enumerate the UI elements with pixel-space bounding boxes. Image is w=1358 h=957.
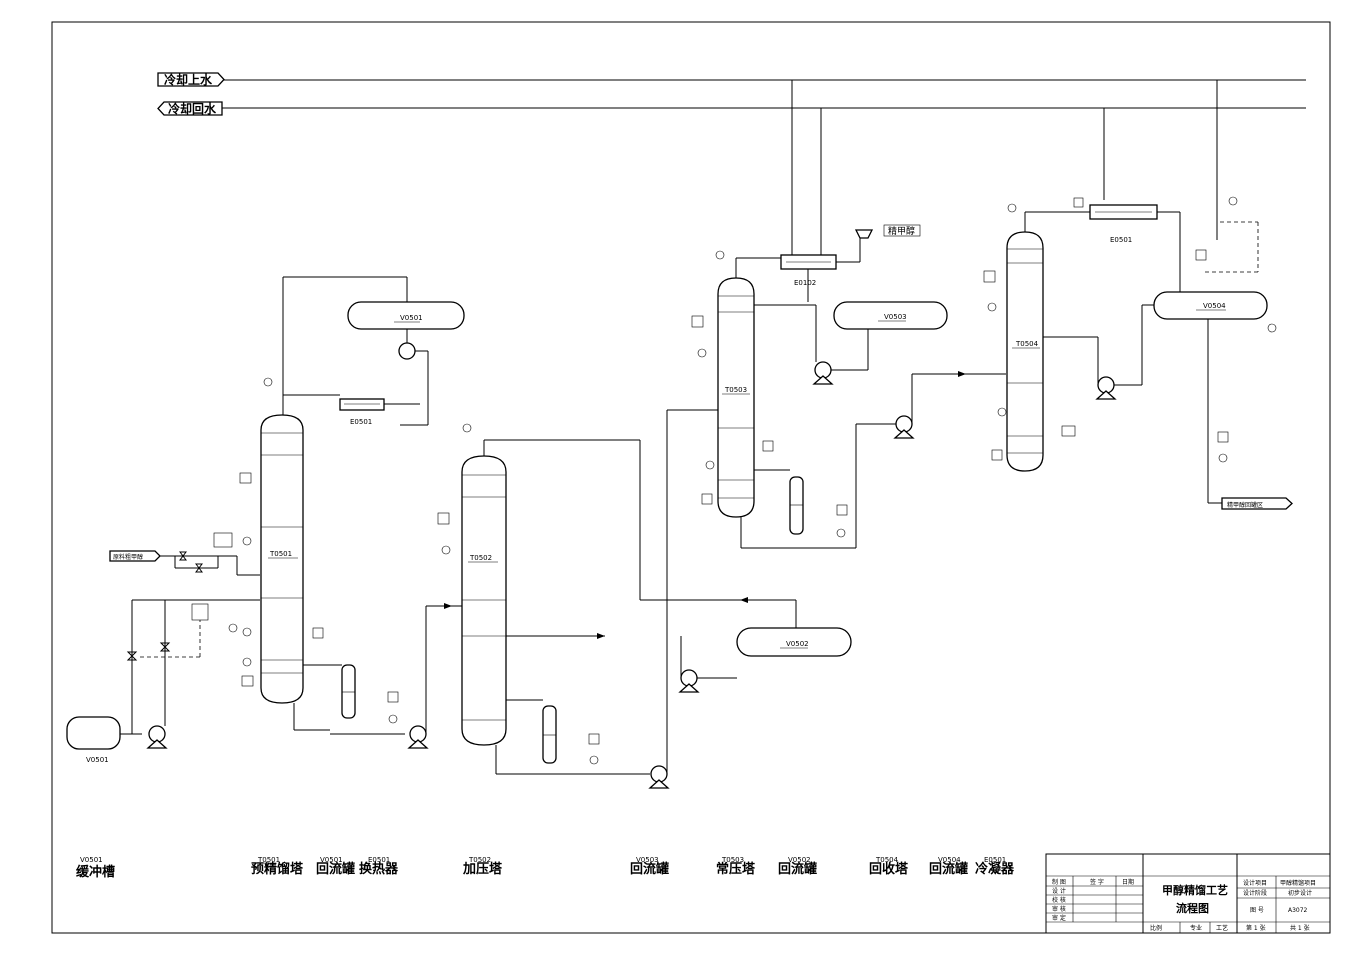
svg-text:常压塔: 常压塔 — [716, 861, 756, 877]
title-block: 签 字 日期 制 图 设 计 校 核 审 核 审 定 甲醇精馏工艺 流程图 设计… — [1045, 853, 1331, 934]
svg-text:冷凝器: 冷凝器 — [975, 861, 1015, 877]
svg-text:E0501: E0501 — [350, 418, 372, 426]
svg-text:V0501: V0501 — [80, 856, 103, 864]
svg-text:工艺: 工艺 — [1216, 924, 1228, 932]
column-t0501: T0501 — [260, 414, 304, 704]
svg-text:设计阶段: 设计阶段 — [1243, 889, 1267, 897]
reboiler-t0503 — [789, 476, 804, 535]
equipment-legend: V0501 缓冲槽 T0501 预精馏塔 V0501 回流罐 E0501 换热器… — [76, 856, 1015, 880]
cooling-water-return-line: 冷却回水 — [157, 101, 1306, 116]
svg-text:精甲醇回罐区: 精甲醇回罐区 — [1227, 501, 1263, 509]
svg-text:V0502: V0502 — [788, 856, 811, 864]
svg-text:E0501: E0501 — [984, 856, 1006, 864]
svg-text:回收塔: 回收塔 — [869, 861, 909, 877]
svg-text:冷却回水: 冷却回水 — [168, 101, 217, 116]
reboiler-t0502 — [542, 705, 557, 764]
column-t0504: T0504 — [1006, 231, 1044, 472]
v0501-top-tag: V0501 — [400, 314, 423, 322]
svg-text:审 定: 审 定 — [1052, 914, 1066, 922]
t0501-tag: T0501 — [269, 550, 292, 558]
svg-text:T0504: T0504 — [875, 856, 899, 864]
svg-text:甲醇精馏项目: 甲醇精馏项目 — [1280, 879, 1316, 887]
product-outlet-top: 精甲醇 — [883, 224, 921, 237]
svg-text:图 号: 图 号 — [1250, 907, 1264, 914]
svg-text:缓冲槽: 缓冲槽 — [76, 864, 115, 880]
svg-text:回流罐: 回流罐 — [778, 861, 817, 877]
svg-text:审 核: 审 核 — [1052, 905, 1066, 913]
svg-text:设计项目: 设计项目 — [1243, 879, 1267, 887]
reflux-drum-v0501: V0501 — [347, 301, 465, 330]
heat-exchanger-e0501-left: E0501 — [339, 398, 385, 426]
svg-text:V0502: V0502 — [786, 640, 809, 648]
svg-text:冷却上水: 冷却上水 — [164, 72, 213, 87]
svg-text:专业: 专业 — [1190, 924, 1202, 932]
svg-text:设 计: 设 计 — [1052, 887, 1066, 895]
svg-text:共 1 张: 共 1 张 — [1290, 924, 1310, 932]
cooling-water-supply-line: 冷却上水 — [157, 72, 1306, 87]
pump-t0503-bottom — [893, 415, 915, 439]
svg-text:换热器: 换热器 — [359, 861, 399, 877]
svg-text:制 图: 制 图 — [1052, 878, 1066, 886]
svg-text:流程图: 流程图 — [1176, 901, 1209, 915]
svg-text:E0501: E0501 — [1110, 236, 1132, 244]
svg-text:V0503: V0503 — [636, 856, 659, 864]
svg-text:原料粗甲醇: 原料粗甲醇 — [113, 553, 143, 561]
t0504-tag: T0504 — [1015, 340, 1039, 348]
column-t0503: T0503 — [717, 277, 755, 518]
pump-t0502-bottom — [648, 765, 670, 789]
t0502-tag: T0502 — [469, 554, 492, 562]
pump-v0504 — [1095, 376, 1117, 400]
column-t0502: T0502 — [461, 455, 507, 746]
pump-v0502 — [678, 669, 700, 693]
product-outlet-bottom: 精甲醇回罐区 — [1221, 497, 1293, 510]
svg-text:日期: 日期 — [1122, 878, 1134, 886]
svg-text:T0503: T0503 — [721, 856, 744, 864]
pump-t0501-bottom — [407, 725, 429, 749]
v0501-bottom-tag: V0501 — [86, 756, 109, 764]
pump-v0503 — [812, 361, 834, 385]
svg-text:V0504: V0504 — [1203, 302, 1226, 310]
svg-text:V0503: V0503 — [884, 313, 907, 321]
t0503-tag: T0503 — [724, 386, 747, 394]
reflux-drum-v0503: V0503 — [833, 301, 948, 330]
svg-text:A3072: A3072 — [1288, 907, 1308, 914]
svg-text:初步设计: 初步设计 — [1288, 889, 1312, 897]
condenser-e0501-right: E0501 — [1089, 204, 1158, 244]
svg-text:预精馏塔: 预精馏塔 — [251, 861, 304, 877]
drawing-frame — [51, 21, 1331, 934]
svg-text:精甲醇: 精甲醇 — [888, 225, 915, 237]
svg-text:V0501: V0501 — [320, 856, 343, 864]
svg-text:回流罐: 回流罐 — [316, 861, 355, 877]
svg-text:E0102: E0102 — [794, 279, 816, 287]
reboiler-t0501 — [341, 664, 356, 719]
svg-text:比例: 比例 — [1150, 924, 1162, 932]
feed-inlet: 原料粗甲醇 — [109, 550, 161, 562]
svg-text:甲醇精馏工艺: 甲醇精馏工艺 — [1162, 883, 1228, 897]
svg-text:T0501: T0501 — [257, 856, 280, 864]
buffer-tank-v0501: V0501 — [66, 716, 121, 764]
svg-text:V0504: V0504 — [938, 856, 961, 864]
svg-text:校 核: 校 核 — [1052, 896, 1066, 904]
svg-text:第 1 张: 第 1 张 — [1246, 924, 1266, 932]
svg-text:签 字: 签 字 — [1090, 878, 1104, 886]
svg-text:E0501: E0501 — [368, 856, 390, 864]
svg-text:回流罐: 回流罐 — [929, 861, 968, 877]
svg-text:加压塔: 加压塔 — [462, 861, 503, 877]
reflux-drum-v0504: V0504 — [1153, 291, 1268, 320]
reflux-drum-v0502: V0502 — [736, 627, 852, 657]
feed-pump — [146, 725, 168, 749]
svg-text:T0502: T0502 — [468, 856, 491, 864]
svg-text:回流罐: 回流罐 — [630, 861, 669, 877]
